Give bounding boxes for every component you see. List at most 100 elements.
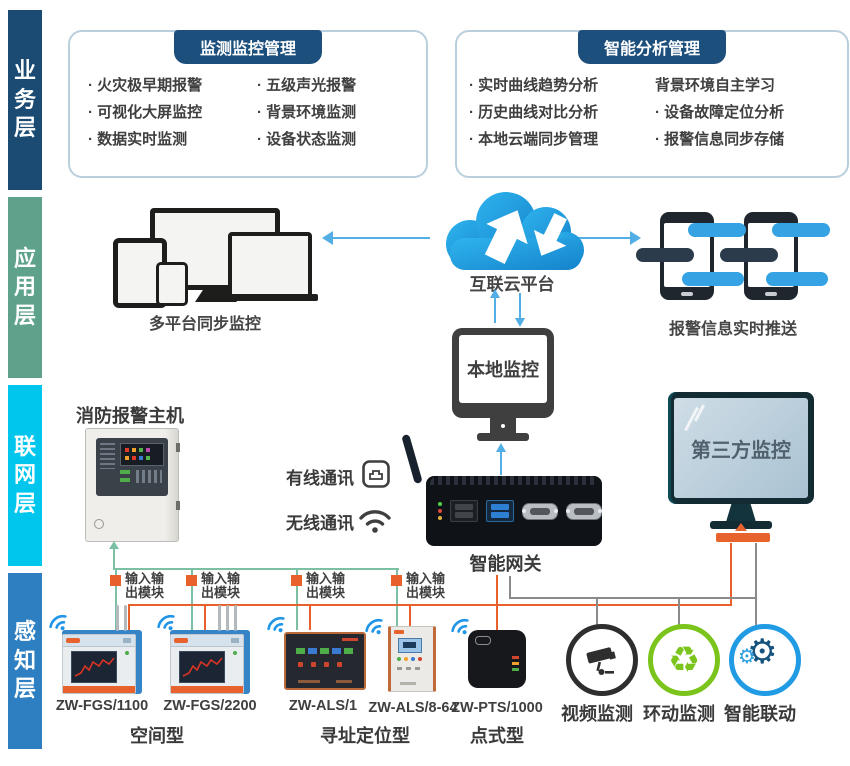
function-env: 环动监测 <box>643 704 715 724</box>
layer-band-business: 业务层 <box>8 10 42 190</box>
phone-icon <box>156 262 188 306</box>
arrow-gateway-monitor-line <box>500 451 502 475</box>
orange-riser <box>730 543 732 605</box>
category-point: 点式型 <box>470 726 524 746</box>
green-arrow-head <box>109 541 119 549</box>
usb3-ports <box>486 500 514 522</box>
device-screen <box>398 638 422 653</box>
arrow-cloud-to-phones <box>568 237 630 239</box>
gateway-antenna <box>401 433 423 485</box>
layer-label: 联网层 <box>13 433 36 516</box>
io-module-label: 输入输出模块 <box>125 571 165 600</box>
analysis-box-left-column: · 实时曲线趋势分析 · 历史曲线对比分析 · 本地云端同步管理 <box>469 72 598 153</box>
device-screen <box>71 651 117 683</box>
monitor-box-left-column: · 火灾极早期报警 · 可视化大屏监控 · 数据实时监测 <box>88 72 202 153</box>
cloud-platform-icon <box>432 188 592 272</box>
orange-converter-bar <box>716 533 770 542</box>
orange-arrow-head <box>735 523 747 531</box>
message-bubble <box>636 248 694 262</box>
message-bubble <box>772 223 830 237</box>
feature-item: · 五级声光报警 <box>257 77 357 94</box>
green-drop <box>296 570 298 630</box>
feature-item: · 背景环境监测 <box>257 104 357 121</box>
orange-drop <box>309 606 311 630</box>
io-module-label: 输入输出模块 <box>201 571 241 600</box>
device-zw-fgs-2200 <box>170 605 250 694</box>
device-zw-als-1 <box>284 632 366 690</box>
gear-large-glyph: ⚙ <box>747 633 778 671</box>
feature-item: · 报警信息同步存储 <box>655 131 785 148</box>
gateway-label: 智能网关 <box>469 554 542 574</box>
analysis-box-title: 智能分析管理 <box>577 30 727 64</box>
gray-riser-drop <box>755 543 757 627</box>
local-monitor-icon: 本地监控 <box>452 328 554 418</box>
green-drop <box>396 570 398 630</box>
green-drop <box>115 570 117 630</box>
feature-item: 背景环境自主学习 <box>655 77 776 94</box>
io-module-square <box>110 575 121 586</box>
message-bubble <box>720 248 778 262</box>
arrow-left-head <box>322 231 333 245</box>
gray-drop <box>596 599 598 627</box>
feature-item: · 可视化大屏监控 <box>88 104 203 121</box>
gateway-heatsink <box>430 476 598 485</box>
third-party-monitor-neck <box>726 504 756 522</box>
wifi-signal-icon <box>261 609 295 643</box>
feature-item: · 设备状态监测 <box>257 131 357 148</box>
recycle-monitoring-icon: ♻ <box>648 624 720 696</box>
green-riser <box>113 549 115 569</box>
laptop-base <box>218 294 318 301</box>
panel-button <box>120 470 130 474</box>
local-monitor-neck <box>490 418 516 433</box>
wired-comm-label: 有线通讯 <box>286 469 354 488</box>
third-party-monitor-icon: 第三方监控 <box>668 392 814 504</box>
sync-down-arrow <box>533 213 567 256</box>
recycle-glyph: ♻ <box>667 639 701 680</box>
model-label-als1: ZW-ALS/1 <box>288 698 358 714</box>
smart-linkage-icon: ⚙ ⚙ <box>729 624 801 696</box>
feature-item: · 数据实时监测 <box>88 131 188 148</box>
smart-gateway-icon <box>426 476 602 546</box>
wifi-signal-icon <box>359 611 393 645</box>
fire-host-label: 消防报警主机 <box>76 406 184 426</box>
model-label-fgs2200: ZW-FGS/2200 <box>163 698 257 714</box>
arrow-down-head <box>515 318 525 327</box>
third-party-label: 第三方监控 <box>691 439 791 462</box>
hinge <box>176 443 180 452</box>
multi-device-icon <box>100 205 320 308</box>
wifi-signal-icon <box>43 607 77 641</box>
analysis-management-box: 智能分析管理 · 实时曲线趋势分析 · 历史曲线对比分析 · 本地云端同步管理 … <box>455 30 849 178</box>
hinge <box>176 501 180 510</box>
orange-drop <box>409 606 411 630</box>
device-zw-pts-1000 <box>468 630 526 688</box>
io-module-square <box>291 575 302 586</box>
orange-drop <box>128 606 130 630</box>
analysis-box-right-column: 背景环境自主学习 · 设备故障定位分析 · 报警信息同步存储 <box>655 72 784 153</box>
laptop-screen-icon <box>228 232 312 298</box>
keypad <box>136 470 162 483</box>
io-module-label: 输入输出模块 <box>306 571 346 600</box>
local-monitor-base <box>477 433 529 441</box>
feature-item: · 设备故障定位分析 <box>655 104 785 121</box>
monitor-management-box: 监测监控管理 · 火灾极早期报警 · 可视化大屏监控 · 数据实时监测 · 五级… <box>68 30 428 178</box>
function-linkage: 智能联动 <box>724 704 796 724</box>
gray-drop <box>678 599 680 627</box>
arrow-up-head <box>490 289 500 298</box>
layer-label: 应用层 <box>13 245 36 328</box>
orange-bus <box>128 604 732 606</box>
layer-band-application: 应用层 <box>8 197 42 378</box>
panel-lock <box>94 519 104 529</box>
io-module-square <box>186 575 197 586</box>
feature-item: · 实时曲线趋势分析 <box>469 77 599 94</box>
local-monitor-label: 本地监控 <box>459 335 547 403</box>
monitor-box-title: 监测监控管理 <box>173 30 323 64</box>
arrow-right-head <box>630 231 641 245</box>
layer-label: 感知层 <box>13 619 36 702</box>
wireless-comm-label: 无线通讯 <box>286 514 354 533</box>
video-monitoring-icon <box>566 624 638 696</box>
green-drop <box>191 570 193 630</box>
panel-button <box>120 478 130 482</box>
multi-platform-caption: 多平台同步监控 <box>148 316 261 333</box>
model-label-pts1000: ZW-PTS/1000 <box>451 700 543 716</box>
led-column <box>100 443 115 469</box>
